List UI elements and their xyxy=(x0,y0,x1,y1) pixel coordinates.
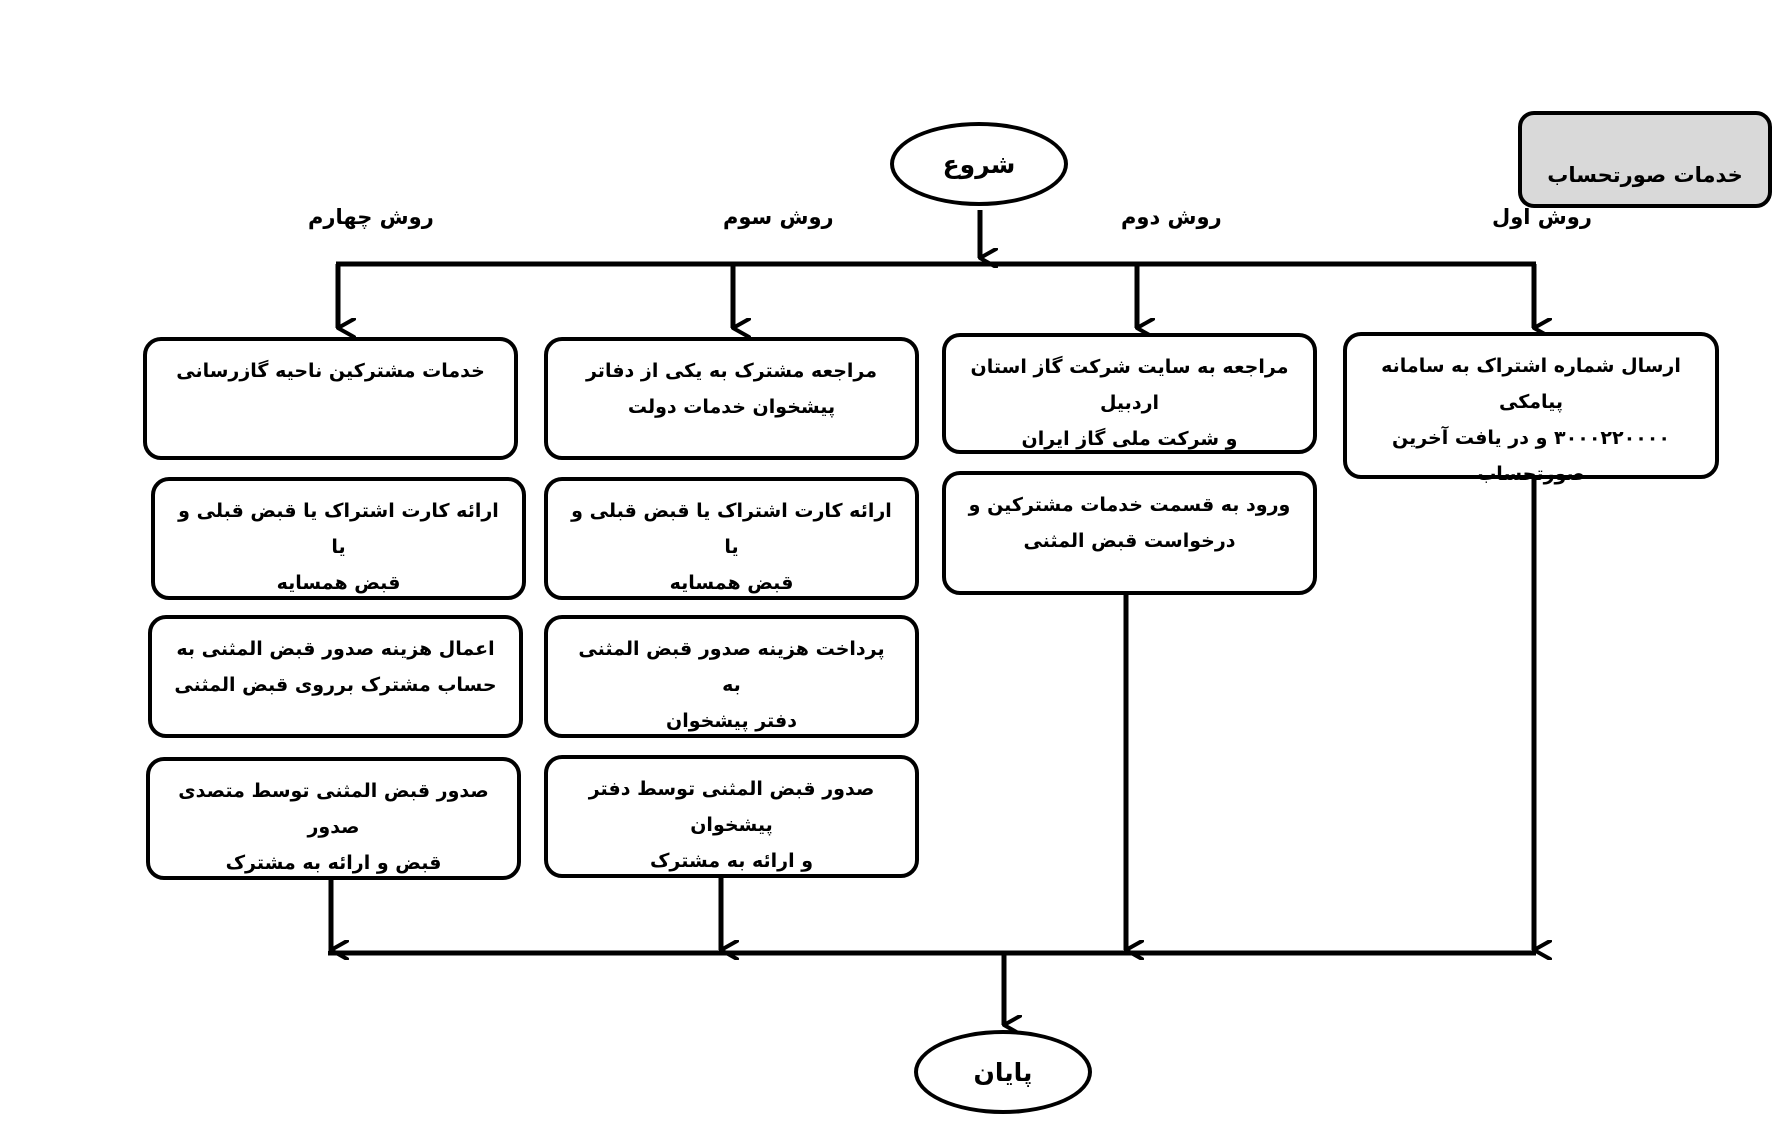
start-node: شروع xyxy=(890,122,1068,206)
method-3-step-3-box: پرداخت هزینه صدور قبض المثنی به دفتر پیش… xyxy=(544,615,919,738)
method-2-step-1-box: مراجعه به سایت شرکت گاز استان اردبیل و ش… xyxy=(942,333,1317,454)
start-label: شروع xyxy=(942,149,1016,179)
method-4-label: روش چهارم xyxy=(308,205,434,229)
method-3-label: روش سوم xyxy=(723,205,834,229)
method-4-step-1-box: خدمات مشترکین ناحیه گازرسانی xyxy=(143,337,518,460)
method-1-label: روش اول xyxy=(1492,205,1592,229)
step-text-line: قبض و ارائه به مشترک xyxy=(225,852,442,874)
step-text-line: مراجعه مشترک به یکی از دفاتر xyxy=(585,360,878,382)
page-title: خدمات صورتحساب xyxy=(1547,163,1743,187)
method-4-step-3-box: اعمال هزینه صدور قبض المثنی به حساب مشتر… xyxy=(148,615,523,738)
method-4-step-4-box: صدور قبض المثنی توسط متصدی صدور قبض و ار… xyxy=(146,757,521,880)
step-text-line: پیشخوان خدمات دولت xyxy=(627,396,836,418)
method-2-label: روش دوم xyxy=(1121,205,1222,229)
step-text-line: ورود به قسمت خدمات مشترکین و xyxy=(968,494,1291,516)
step-text-line: و شرکت ملی گاز ایران xyxy=(1021,428,1238,450)
step-text-line: صدور قبض المثنی توسط دفتر پیشخوان xyxy=(588,778,875,836)
method-3-step-1-box: مراجعه مشترک به یکی از دفاتر پیشخوان خدم… xyxy=(544,337,919,460)
step-text-line: صورتحساب xyxy=(1477,463,1585,485)
step-text-line: دفتر پیشخوان xyxy=(666,710,797,732)
step-text-line: ۳۰۰۰۲۲۰۰۰۰ و در یافت آخرین xyxy=(1391,427,1670,449)
method-3-step-2-box: ارائه کارت اشتراک یا قبض قبلی و یا قبض ه… xyxy=(544,477,919,600)
page-title-box: خدمات صورتحساب xyxy=(1518,111,1772,208)
step-text-line: ارسال شماره اشتراک به سامانه پیامکی xyxy=(1381,355,1681,413)
step-text-line: صدور قبض المثنی توسط متصدی صدور xyxy=(178,780,489,838)
step-text-line: پرداخت هزینه صدور قبض المثنی به xyxy=(578,638,885,696)
step-text-line: مراجعه به سایت شرکت گاز استان اردبیل xyxy=(970,356,1289,414)
end-node: پایان xyxy=(914,1030,1092,1114)
step-text-line: حساب مشترک برروی قبض المثنی xyxy=(174,674,497,696)
step-text-line: و ارائه به مشترک xyxy=(649,850,814,872)
step-text-line: درخواست قبض المثنی xyxy=(1023,530,1236,552)
method-4-step-2-box: ارائه کارت اشتراک یا قبض قبلی و یا قبض ه… xyxy=(151,477,526,600)
step-text-line: ارائه کارت اشتراک یا قبض قبلی و یا xyxy=(178,500,499,558)
method-3-step-4-box: صدور قبض المثنی توسط دفتر پیشخوان و ارائ… xyxy=(544,755,919,878)
step-text-line: قبض همسایه xyxy=(276,572,401,594)
method-2-step-2-box: ورود به قسمت خدمات مشترکین و درخواست قبض… xyxy=(942,471,1317,595)
step-text-line: قبض همسایه xyxy=(669,572,794,594)
step-text-line: ارائه کارت اشتراک یا قبض قبلی و یا xyxy=(571,500,892,558)
method-1-step-1-box: ارسال شماره اشتراک به سامانه پیامکی ۳۰۰۰… xyxy=(1343,332,1719,485)
step-text-line: خدمات مشترکین ناحیه گازرسانی xyxy=(176,360,485,382)
end-label: پایان xyxy=(973,1057,1033,1087)
step-text-line: اعمال هزینه صدور قبض المثنی به xyxy=(176,638,495,660)
